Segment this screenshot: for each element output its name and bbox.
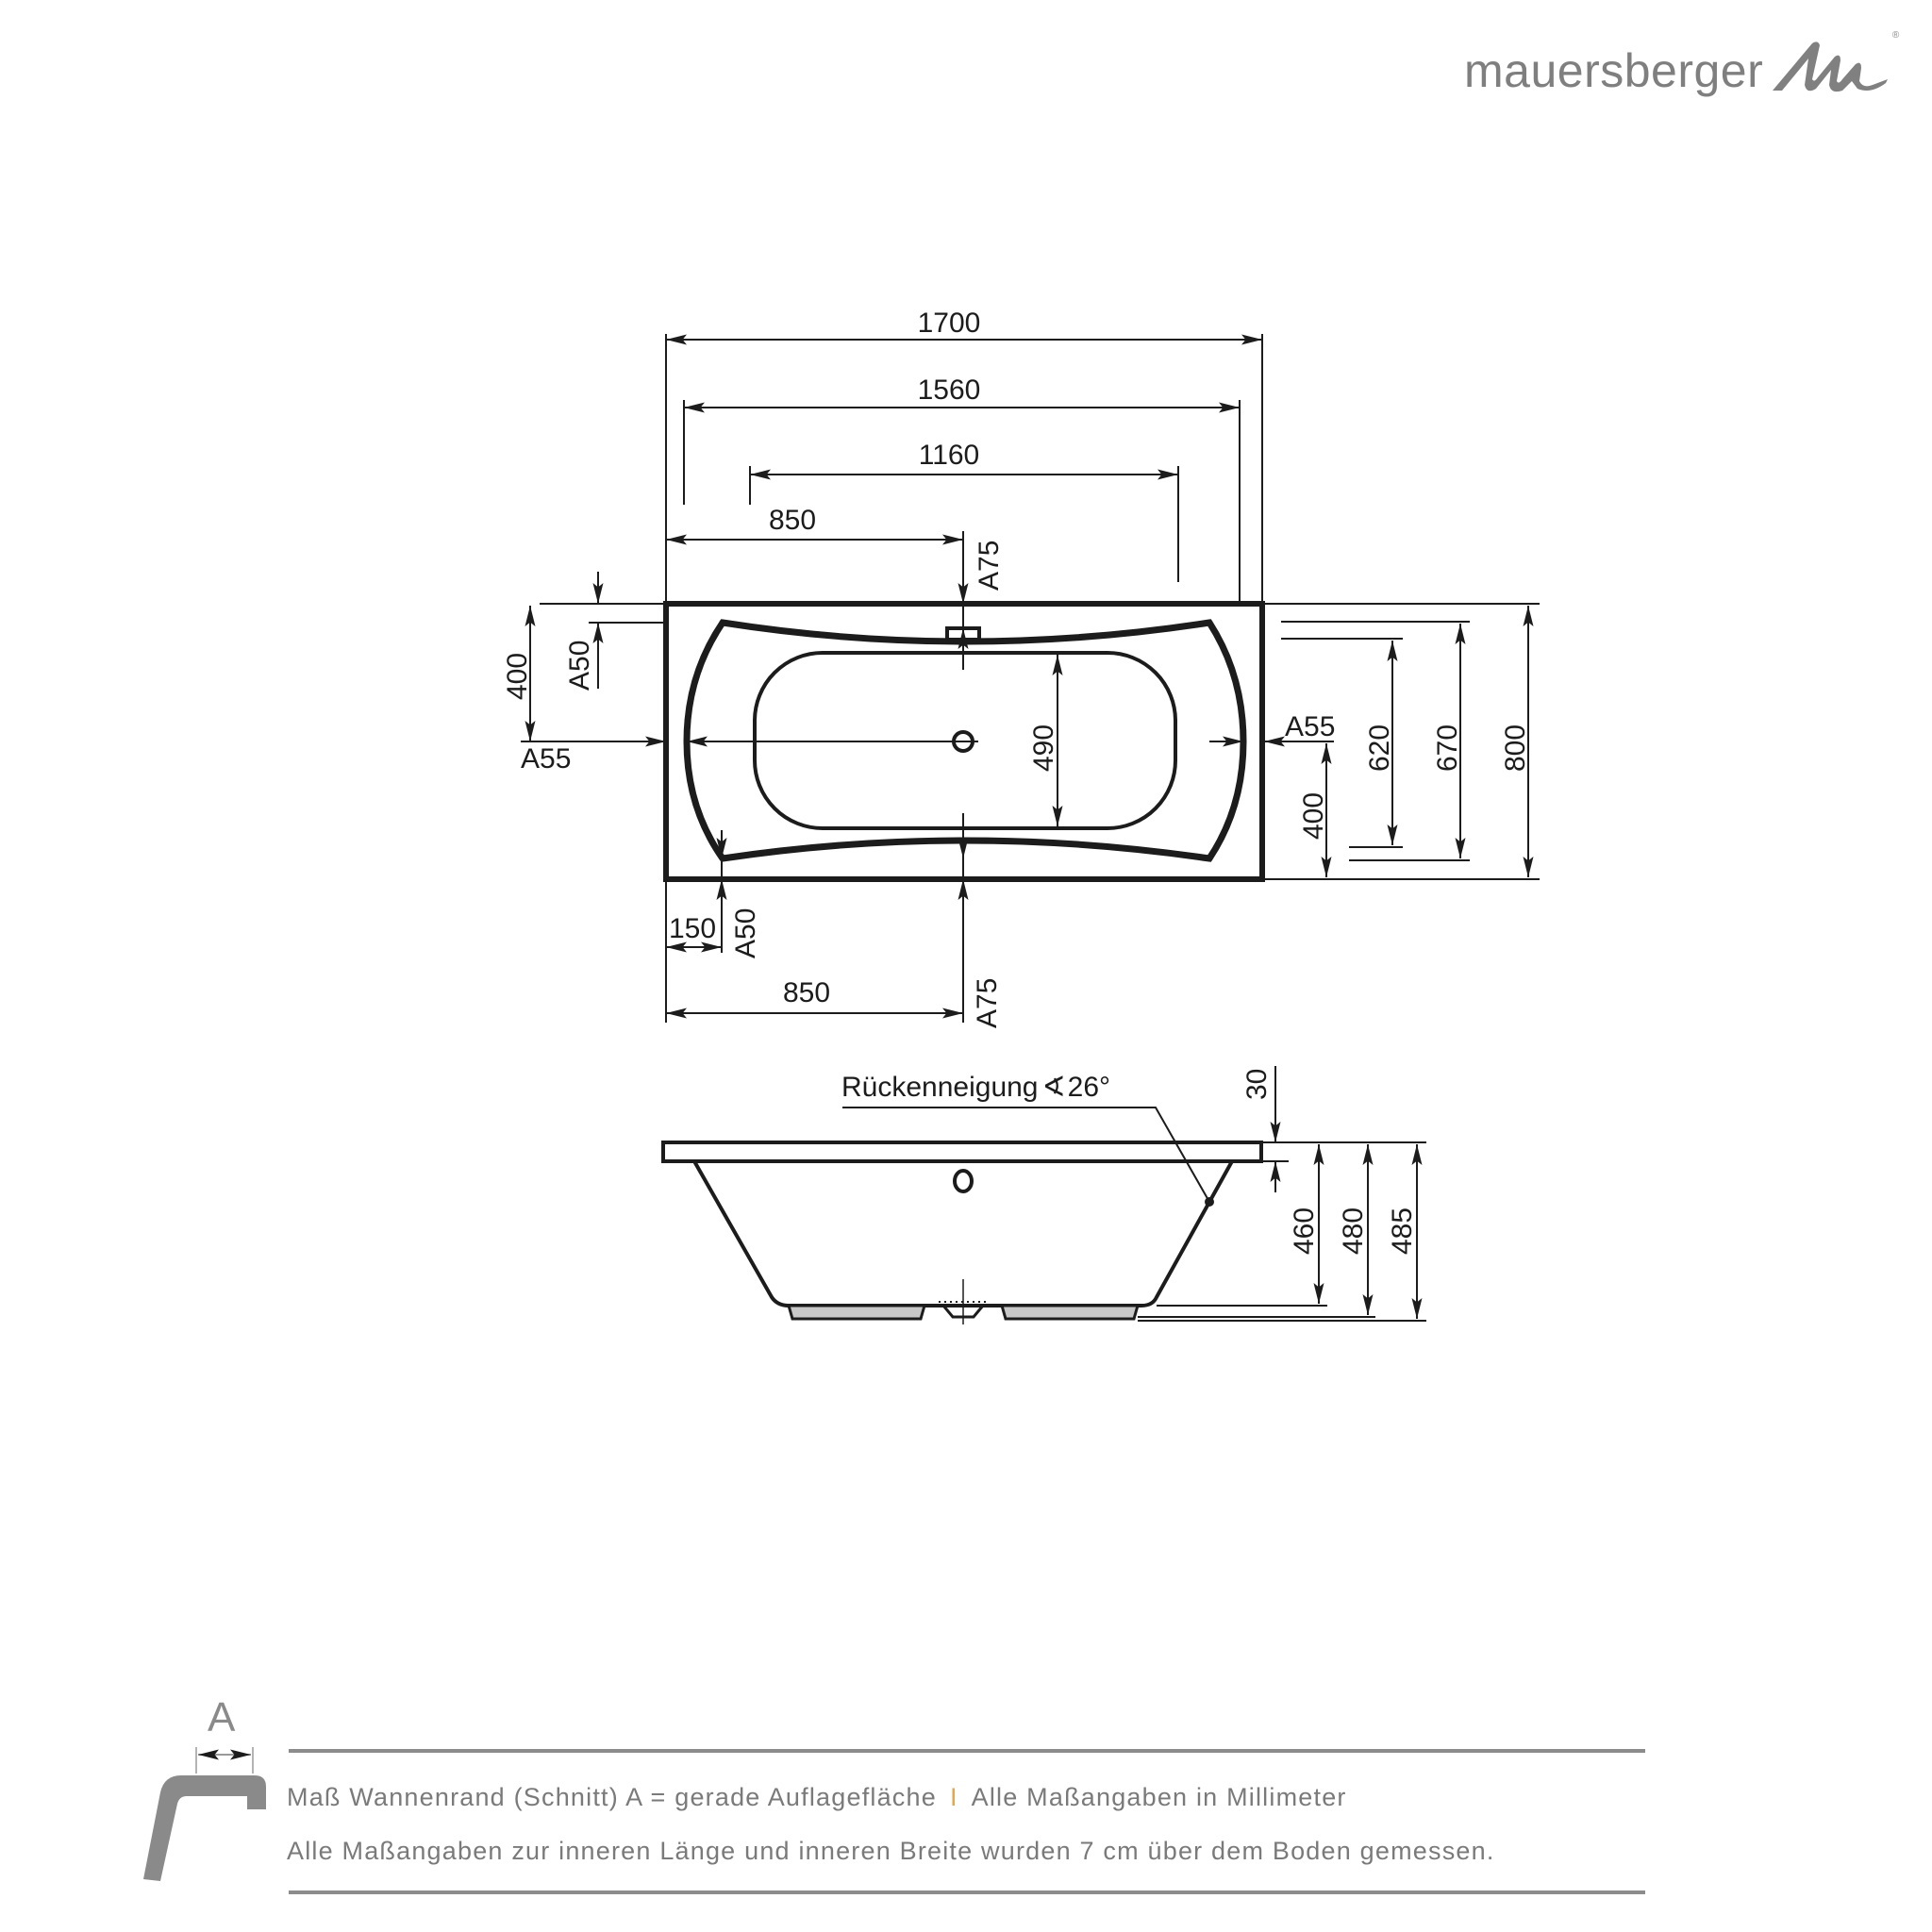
support-foot-left: [787, 1304, 926, 1321]
legend-units-note: Alle Maßangaben in Millimeter: [971, 1783, 1347, 1811]
dim-height-485: 485: [1387, 1208, 1418, 1255]
legend-line-2: Alle Maßangaben zur inneren Länge und in…: [287, 1837, 1495, 1865]
dim-inner-width-mid: 620: [1364, 724, 1395, 772]
label-a55-right: A55: [1285, 711, 1335, 742]
dim-height-460: 460: [1289, 1208, 1320, 1255]
rim-profile-icon: [143, 1747, 266, 1881]
dim-drain-offset-bottom: 850: [783, 977, 830, 1008]
dim-rim-thickness: 30: [1241, 1069, 1273, 1100]
label-a55-left: A55: [521, 743, 571, 774]
legend-bottom-rule: [289, 1890, 1645, 1894]
dim-overall-width: 800: [1500, 724, 1531, 772]
label-a50-top: A50: [564, 641, 595, 691]
label-a75-top: A75: [974, 541, 1005, 591]
rim-section-letter: A: [208, 1694, 236, 1740]
registered-mark: ®: [1891, 30, 1900, 41]
dim-inner-length-top: 1560: [918, 375, 981, 406]
support-foot-right: [1000, 1304, 1140, 1321]
label-a75-bottom: A75: [972, 978, 1003, 1028]
brand-logo: mauersberger ®: [1464, 30, 1899, 97]
dim-height-480: 480: [1338, 1208, 1369, 1255]
dim-inner-width-top: 670: [1432, 724, 1463, 772]
brand-mountain-icon: [1773, 42, 1889, 92]
basin-contour: [683, 619, 1247, 862]
legend-top-rule: [289, 1749, 1645, 1753]
label-back-incline: Rückenneigung∢26°: [841, 1072, 1110, 1103]
dim-inner-length-bottom: 1160: [919, 440, 980, 471]
dim-overall-length: 1700: [918, 308, 981, 339]
brand-name: mauersberger: [1464, 44, 1764, 97]
overflow-side-view: [953, 1169, 974, 1193]
rim-side-view: [661, 1141, 1263, 1163]
label-a50-bottom: A50: [730, 908, 761, 958]
tub-body-side-view: [692, 1160, 1234, 1307]
dim-drain-offset-left: 400: [502, 653, 533, 700]
dim-drain-offset-right: 400: [1298, 792, 1329, 840]
legend-line-1: Maß Wannenrand (Schnitt) A = gerade Aufl…: [287, 1783, 1347, 1812]
dim-inner-width-bottom: 490: [1028, 724, 1059, 772]
dim-corner-offset: 150: [669, 913, 716, 944]
dim-drain-offset-top: 850: [769, 505, 816, 536]
legend-rim-note: Maß Wannenrand (Schnitt) A = gerade Aufl…: [287, 1783, 937, 1811]
legend-separator: I: [949, 1783, 958, 1811]
